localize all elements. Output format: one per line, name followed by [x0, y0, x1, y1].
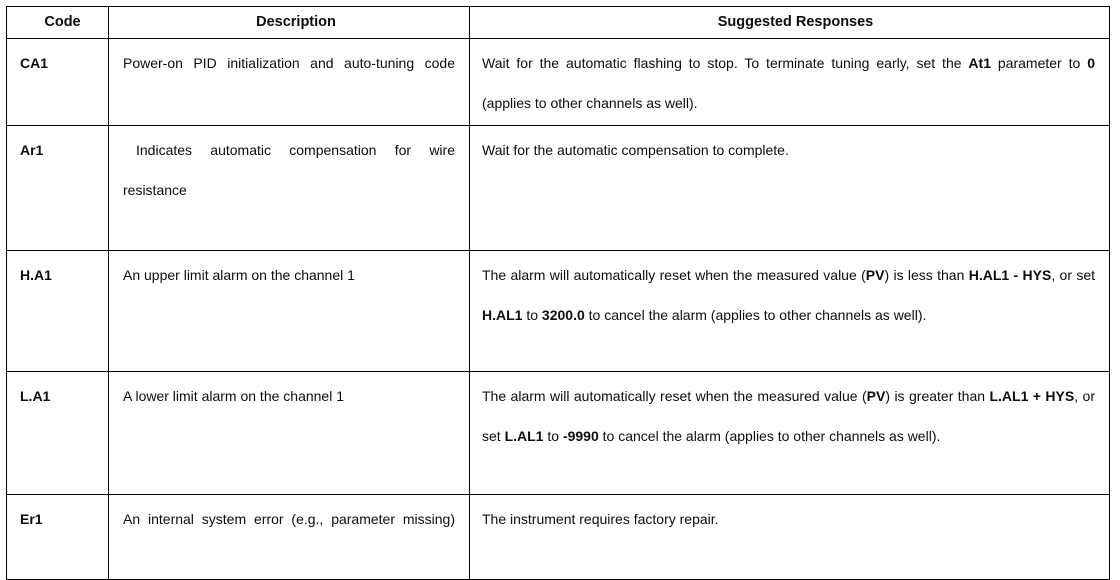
table-row: Er1 An internal system error (e.g., para…: [6, 494, 1110, 580]
cell-suggested-response: Wait for the automatic compensation to c…: [469, 125, 1110, 251]
emphasis-term: 3200.0: [541, 307, 585, 323]
cell-suggested-response: The alarm will automatically reset when …: [469, 250, 1110, 372]
suggested-response-text: Wait for the automatic compensation to c…: [482, 142, 789, 158]
cell-suggested-response: The alarm will automatically reset when …: [469, 371, 1110, 495]
table-row: H.A1 An upper limit alarm on the channel…: [6, 250, 1110, 372]
emphasis-term: PV: [865, 267, 885, 283]
code-value: Er1: [20, 511, 43, 527]
emphasis-term: PV: [866, 388, 886, 404]
description-text: Power-on PID initialization and auto-tun…: [123, 55, 455, 71]
code-reference-table: Code Description Suggested Responses CA1…: [6, 6, 1110, 580]
code-value: H.A1: [20, 267, 52, 283]
column-header-suggested-responses: Suggested Responses: [469, 6, 1110, 39]
emphasis-term: -9990: [562, 428, 599, 444]
cell-code: CA1: [6, 38, 109, 126]
cell-code: Er1: [6, 494, 109, 580]
cell-description: A lower limit alarm on the channel 1: [108, 371, 470, 495]
code-value: L.A1: [20, 388, 51, 404]
table-row: CA1 Power-on PID initialization and auto…: [6, 38, 1110, 126]
suggested-response-text: Wait for the automatic flashing to stop.…: [482, 55, 1095, 111]
code-value: Ar1: [20, 142, 44, 158]
code-value: CA1: [20, 55, 49, 71]
table-row: L.A1 A lower limit alarm on the channel …: [6, 371, 1110, 495]
emphasis-term: L.AL1: [504, 428, 544, 444]
description-text: An internal system error (e.g., paramete…: [123, 511, 455, 527]
cell-code: L.A1: [6, 371, 109, 495]
cell-suggested-response: Wait for the automatic flashing to stop.…: [469, 38, 1110, 126]
cell-description: An internal system error (e.g., paramete…: [108, 494, 470, 580]
suggested-response-text: The alarm will automatically reset when …: [482, 388, 1095, 444]
description-text: A lower limit alarm on the channel 1: [123, 388, 344, 404]
suggested-response-text: The instrument requires factory repair.: [482, 511, 719, 527]
cell-description: Power-on PID initialization and auto-tun…: [108, 38, 470, 126]
table-header-row: Code Description Suggested Responses: [6, 6, 1110, 39]
column-header-code: Code: [6, 6, 109, 39]
cell-code: H.A1: [6, 250, 109, 372]
table-body: CA1 Power-on PID initialization and auto…: [6, 38, 1110, 580]
emphasis-term: H.AL1: [482, 307, 523, 323]
emphasis-term: H.AL1 - HYS: [968, 267, 1052, 283]
table-header: Code Description Suggested Responses: [6, 6, 1110, 39]
column-header-description: Description: [108, 6, 470, 39]
cell-code: Ar1: [6, 125, 109, 251]
cell-suggested-response: The instrument requires factory repair.: [469, 494, 1110, 580]
cell-description: An upper limit alarm on the channel 1: [108, 250, 470, 372]
emphasis-term: At1: [968, 55, 991, 71]
column-header-suggested-responses-label: Suggested Responses: [717, 14, 874, 30]
description-text: Indicates automatic compensation for wir…: [123, 142, 455, 198]
cell-description: Indicates automatic compensation for wir…: [108, 125, 470, 251]
table-row: Ar1 Indicates automatic compensation for…: [6, 125, 1110, 251]
suggested-response-text: The alarm will automatically reset when …: [482, 267, 1096, 323]
column-header-description-label: Description: [256, 14, 336, 30]
description-text: An upper limit alarm on the channel 1: [123, 267, 355, 283]
emphasis-term: L.AL1 + HYS: [989, 388, 1075, 404]
column-header-code-label: Code: [44, 14, 81, 30]
emphasis-term: 0: [1087, 55, 1095, 71]
code-reference-table-container: Code Description Suggested Responses CA1…: [6, 6, 1110, 580]
